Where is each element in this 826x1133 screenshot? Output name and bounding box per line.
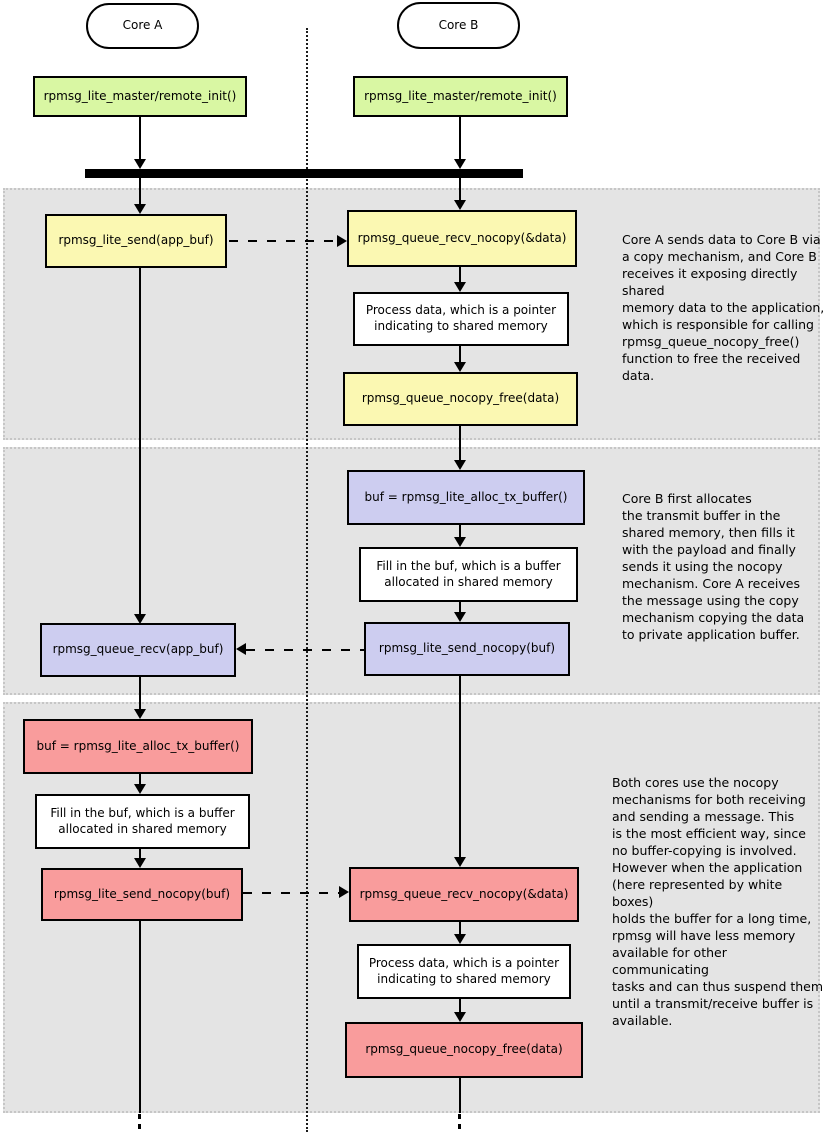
core-a-lifeline-dashed — [138, 1114, 141, 1133]
phase3-core-b-recv-box: rpmsg_queue_recv_nocopy(&data) — [349, 867, 579, 922]
arrow-down-icon — [134, 614, 146, 624]
core-a-lifeline — [139, 774, 141, 785]
core-b-lifeline — [459, 178, 461, 201]
phase1-core-b-recv-box: rpmsg_queue_recv_nocopy(&data) — [347, 210, 577, 267]
core-b-lifeline — [459, 525, 461, 538]
core-b-lifeline — [459, 922, 461, 935]
core-b-lifeline — [459, 676, 461, 858]
core-a-label: Core A — [122, 18, 163, 33]
nocopy-send-dashed-line — [246, 649, 364, 651]
arrow-right-icon — [337, 235, 347, 247]
arrow-right-icon — [339, 886, 349, 898]
core-b-lifeline — [459, 267, 461, 283]
phase3-core-a-alloc-box: buf = rpmsg_lite_alloc_tx_buffer() — [23, 719, 253, 774]
phase1-core-b-process-box: Process data, which is a pointer indicat… — [353, 292, 569, 346]
phase2-core-b-alloc-box: buf = rpmsg_lite_alloc_tx_buffer() — [347, 470, 585, 525]
arrow-down-icon — [134, 159, 146, 169]
core-a-header: Core A — [86, 3, 199, 49]
phase3-core-a-send-box: rpmsg_lite_send_nocopy(buf) — [41, 868, 243, 921]
core-b-lifeline — [459, 346, 461, 363]
nocopy-send-dashed-line — [243, 892, 339, 894]
arrow-down-icon — [134, 204, 146, 214]
core-b-label: Core B — [438, 17, 479, 32]
core-b-lifeline-dashed — [458, 1114, 461, 1133]
core-a-init-box: rpmsg_lite_master/remote_init() — [33, 76, 247, 117]
arrow-down-icon — [454, 857, 466, 867]
core-a-lifeline — [139, 849, 141, 859]
core-a-lifeline — [139, 117, 141, 160]
phase2-core-b-fill-box: Fill in the buf, which is a buffer alloc… — [359, 547, 578, 602]
phase2-note: Core B first allocates the transmit buff… — [622, 491, 805, 642]
arrow-down-icon — [454, 934, 466, 944]
arrow-down-icon — [134, 858, 146, 868]
phase2-core-a-recv-box: rpmsg_queue_recv(app_buf) — [40, 623, 236, 677]
core-b-lifeline — [459, 999, 461, 1013]
core-b-header: Core B — [397, 2, 520, 49]
sync-bar — [85, 169, 523, 178]
arrow-down-icon — [454, 282, 466, 292]
core-b-lifeline — [459, 426, 461, 461]
phase1-note: Core A sends data to Core B via a copy m… — [622, 232, 825, 383]
phase1-core-b-free-box: rpmsg_queue_nocopy_free(data) — [343, 372, 578, 426]
core-b-lifeline — [459, 117, 461, 160]
arrow-down-icon — [454, 200, 466, 210]
core-a-lifeline — [139, 268, 141, 615]
arrow-down-icon — [454, 537, 466, 547]
phase3-note: Both cores use the nocopy mechanisms for… — [612, 775, 824, 1028]
copy-send-dashed-line — [229, 240, 337, 242]
phase3-core-b-process-box: Process data, which is a pointer indicat… — [357, 944, 571, 999]
core-a-lifeline — [139, 178, 141, 205]
phase2-core-b-send-box: rpmsg_lite_send_nocopy(buf) — [364, 622, 570, 676]
core-b-lifeline — [459, 1078, 461, 1113]
arrow-down-icon — [454, 460, 466, 470]
phase3-core-a-fill-box: Fill in the buf, which is a buffer alloc… — [35, 794, 250, 849]
core-b-lifeline — [459, 602, 461, 613]
arrow-down-icon — [454, 1012, 466, 1022]
arrow-down-icon — [454, 159, 466, 169]
core-b-init-box: rpmsg_lite_master/remote_init() — [353, 76, 568, 117]
arrow-down-icon — [454, 612, 466, 622]
core-a-lifeline — [139, 921, 141, 1113]
arrow-down-icon — [134, 784, 146, 794]
phase1-core-a-send-box: rpmsg_lite_send(app_buf) — [45, 214, 227, 268]
core-a-lifeline — [139, 677, 141, 710]
arrow-down-icon — [134, 709, 146, 719]
phase3-core-b-free-box: rpmsg_queue_nocopy_free(data) — [345, 1022, 583, 1078]
arrow-left-icon — [236, 643, 246, 655]
arrow-down-icon — [454, 362, 466, 372]
core-separator-line — [306, 28, 308, 1132]
